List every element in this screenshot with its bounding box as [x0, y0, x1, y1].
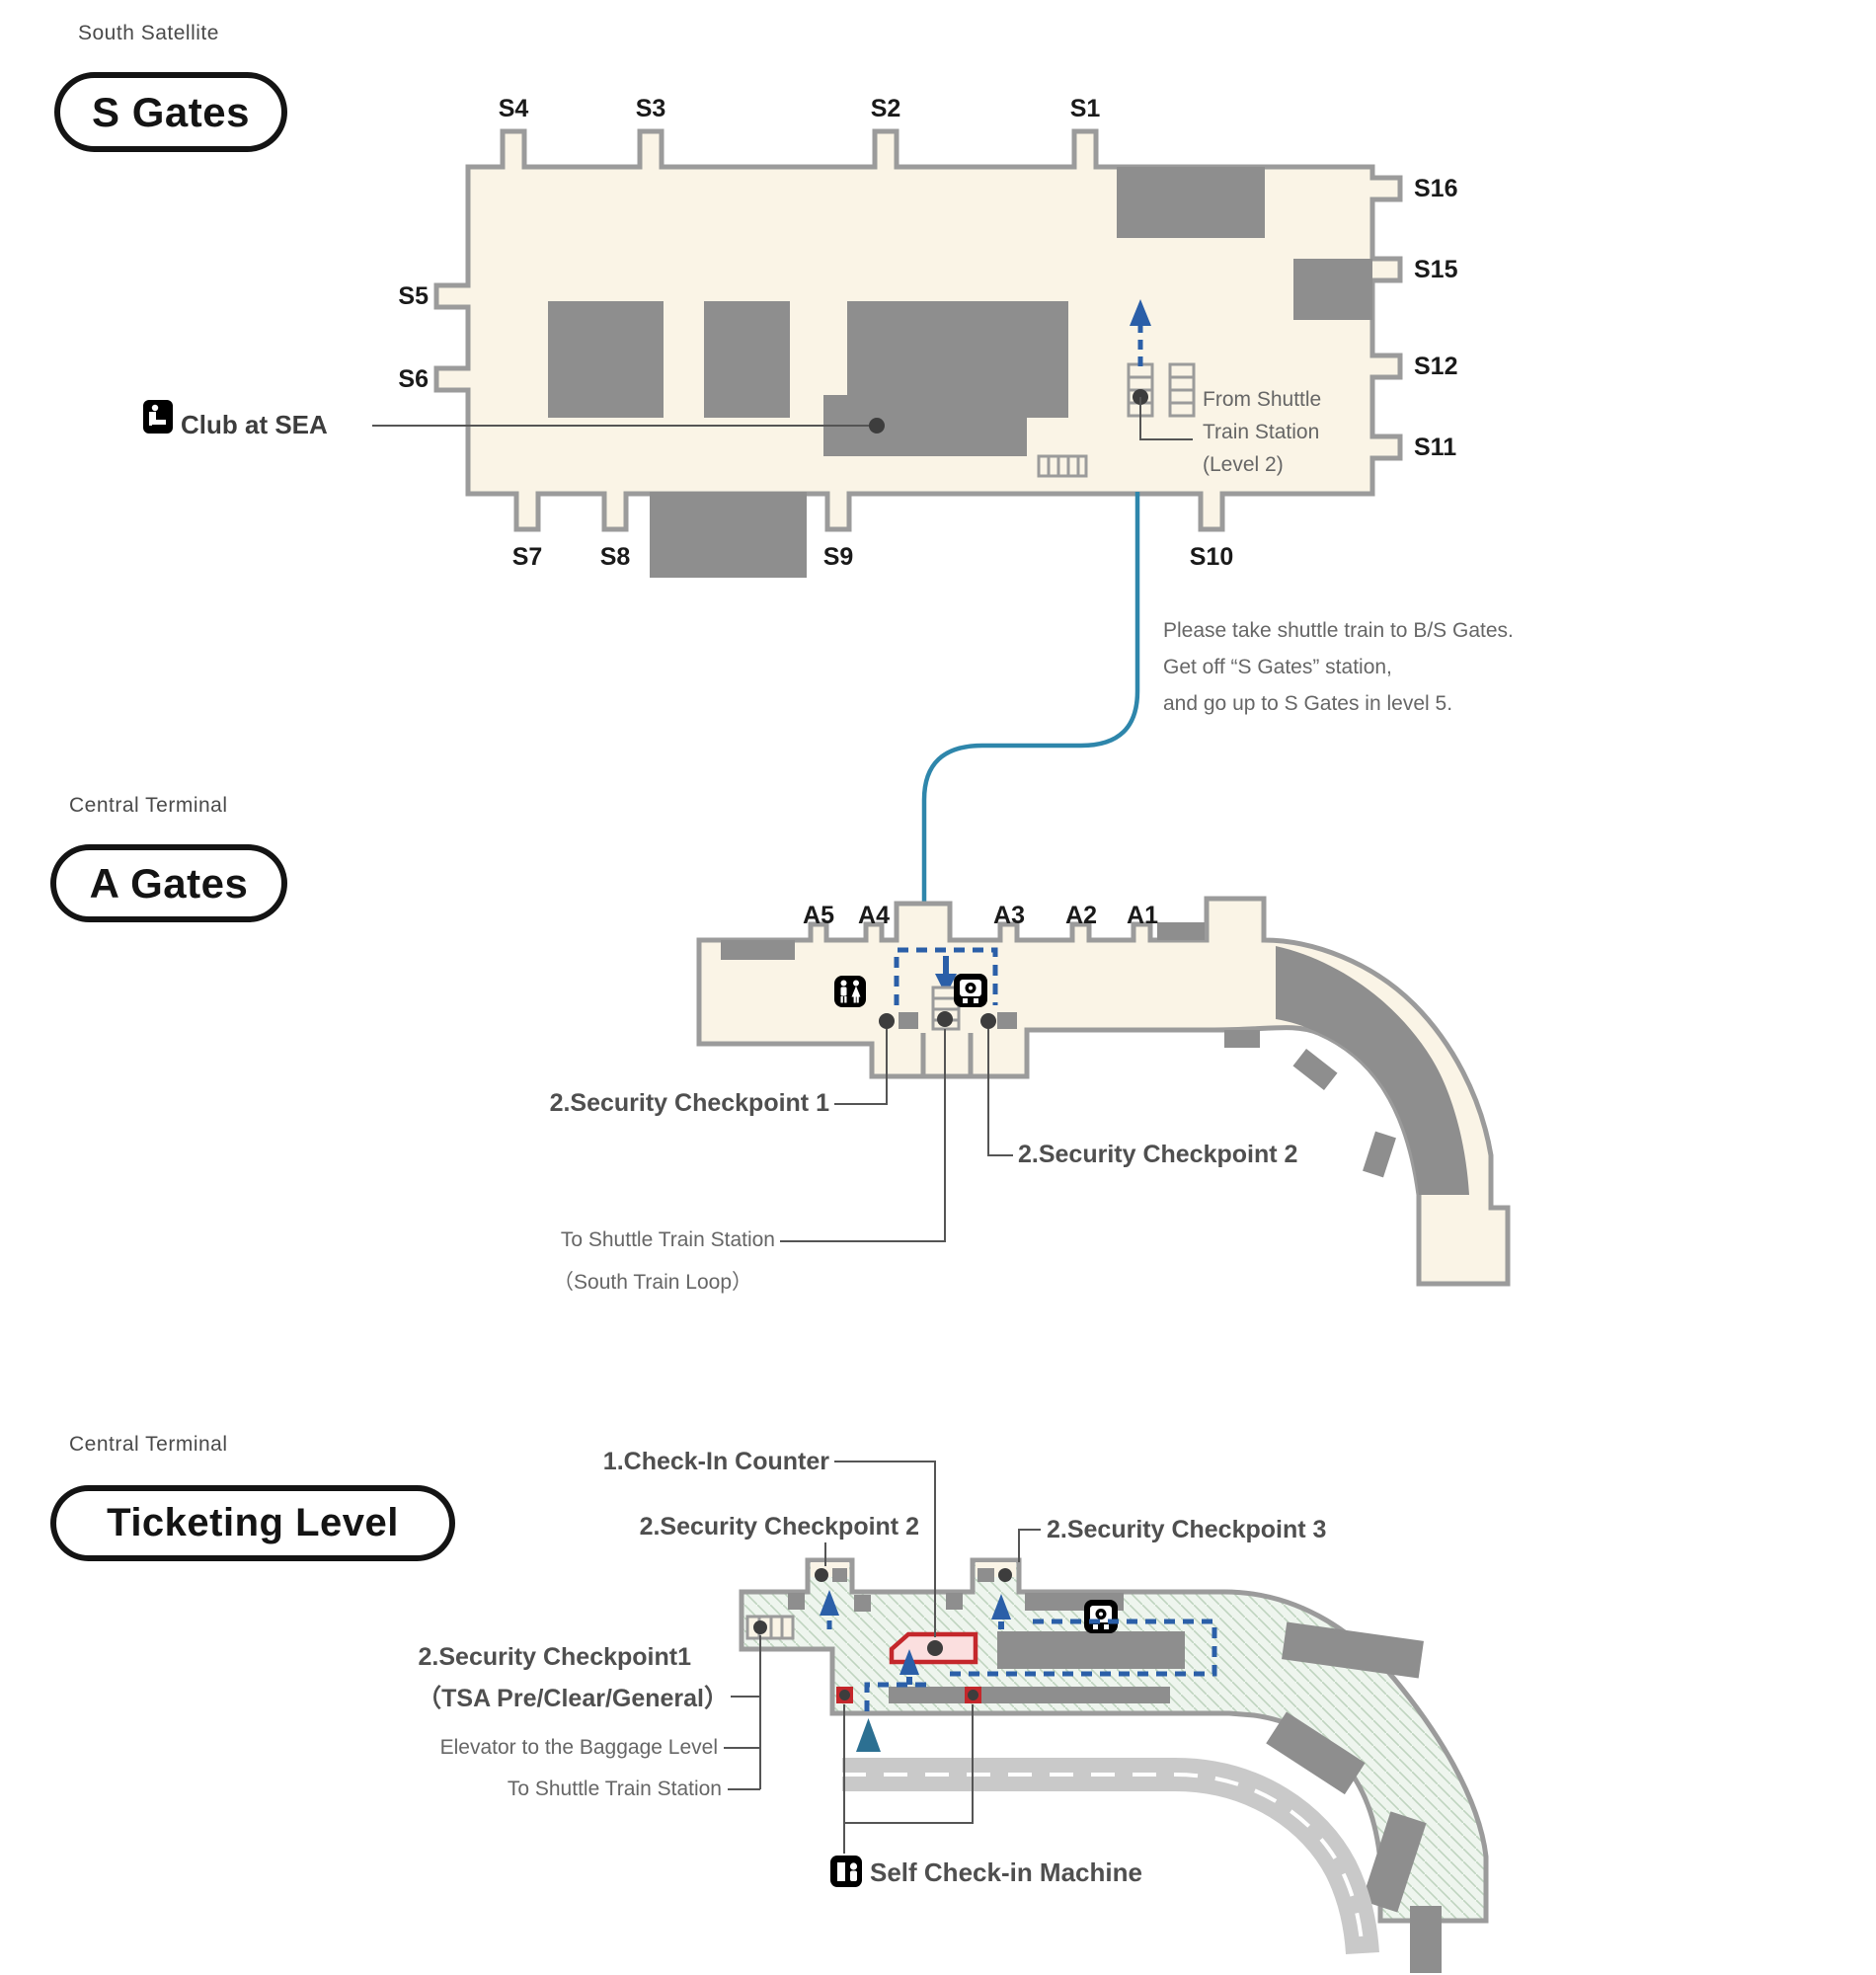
a-checkpoint2-dot — [980, 1013, 996, 1029]
gate-s9: S9 — [822, 543, 854, 571]
shuttle-transfer-line — [921, 492, 1140, 904]
self-checkin-machines — [836, 1687, 981, 1703]
kiosk-icon-ticketing — [1084, 1600, 1118, 1633]
from-shuttle-label: From Shuttle Train Station (Level 2) — [1203, 388, 1322, 476]
escalator-icon-s — [1127, 362, 1196, 418]
checkin-dot — [927, 1640, 943, 1656]
ticketing-label-connectors — [724, 1461, 1041, 1854]
self-checkin-icon — [830, 1856, 862, 1887]
s-gates-structures — [548, 167, 1372, 578]
road — [842, 1758, 1379, 1955]
tk-elevator-label: Elevator to the Baggage Level — [439, 1736, 718, 1759]
transfer-note: Please take shuttle train to B/S Gates. … — [1163, 619, 1514, 715]
tk-self-checkin-label: Self Check-in Machine — [870, 1857, 1142, 1887]
a-checkpoint2-label: 2.Security Checkpoint 2 — [1018, 1141, 1298, 1168]
ticketing-area-label: Central Terminal — [69, 1433, 228, 1456]
gate-s12: S12 — [1414, 353, 1458, 380]
restroom-icon — [834, 976, 866, 1007]
tk-checkpoint2-label: 2.Security Checkpoint 2 — [639, 1513, 919, 1540]
gate-s7: S7 — [511, 543, 543, 571]
tk-to-shuttle-label: To Shuttle Train Station — [507, 1778, 722, 1800]
gate-s6: S6 — [398, 365, 429, 393]
gate-a3: A3 — [993, 902, 1025, 929]
a-gates-structures — [721, 922, 1469, 1195]
gate-s11: S11 — [1414, 434, 1457, 461]
gate-a5: A5 — [803, 902, 834, 929]
gate-s1: S1 — [1069, 95, 1101, 122]
s-gates-building — [372, 128, 1403, 578]
gate-s5: S5 — [398, 282, 429, 310]
from-shuttle-connector-line — [1139, 397, 1193, 440]
lounge-icon — [143, 400, 173, 434]
kiosk-icon-a — [954, 974, 987, 1007]
gate-a1: A1 — [1127, 902, 1158, 929]
tk-checkpoint1-label-2: （TSA Pre/Clear/General） — [417, 1685, 729, 1712]
stairs-icon — [1037, 454, 1088, 478]
shuttle-stub-walls — [920, 1033, 974, 1074]
club-at-sea-label: Club at SEA — [181, 410, 328, 439]
s-gates-title: S Gates — [54, 72, 287, 152]
gate-s4: S4 — [498, 95, 529, 122]
tk-checkpoint3-label: 2.Security Checkpoint 3 — [1047, 1516, 1327, 1543]
a-checkpoint1-label: 2.Security Checkpoint 1 — [549, 1089, 829, 1117]
a-gates-title: A Gates — [50, 844, 287, 922]
ticketing-structures — [788, 1568, 1442, 1973]
entrance-arrow — [856, 1718, 881, 1752]
a-gates-route — [894, 947, 998, 1005]
arrow-up-icon — [1130, 299, 1151, 366]
a-to-shuttle-label-2: （South Train Loop） — [553, 1271, 752, 1294]
gate-s10: S10 — [1189, 543, 1234, 571]
ticketing-title: Ticketing Level — [50, 1485, 455, 1561]
gate-s16: S16 — [1414, 175, 1458, 202]
tk-shuttle-dot — [753, 1620, 767, 1634]
tk-checkpoint3-dot — [998, 1568, 1012, 1582]
tk-checkin-label: 1.Check-In Counter — [602, 1448, 829, 1475]
tk-checkpoint2-dot — [815, 1568, 828, 1582]
gate-s3: S3 — [635, 95, 666, 122]
gate-s15: S15 — [1414, 256, 1458, 283]
gate-s2: S2 — [870, 95, 901, 122]
a-gates-building — [696, 896, 1511, 1287]
a-gates-area-label: Central Terminal — [69, 794, 228, 817]
club-dot — [869, 418, 885, 434]
gate-a4: A4 — [858, 902, 890, 929]
gate-a2: A2 — [1065, 902, 1097, 929]
a-checkpoint1-dot — [879, 1013, 895, 1029]
gate-s8: S8 — [599, 543, 631, 571]
a-label-connectors — [780, 1029, 1013, 1242]
tk-checkpoint1-label-1: 2.Security Checkpoint1 — [418, 1643, 691, 1671]
a-shuttle-dot — [937, 1011, 953, 1027]
ticketing-routes — [820, 1590, 1217, 1711]
s-gates-area-label: South Satellite — [78, 22, 219, 44]
a-to-shuttle-label-1: To Shuttle Train Station — [560, 1228, 775, 1251]
ticketing-building — [724, 1461, 1489, 1973]
